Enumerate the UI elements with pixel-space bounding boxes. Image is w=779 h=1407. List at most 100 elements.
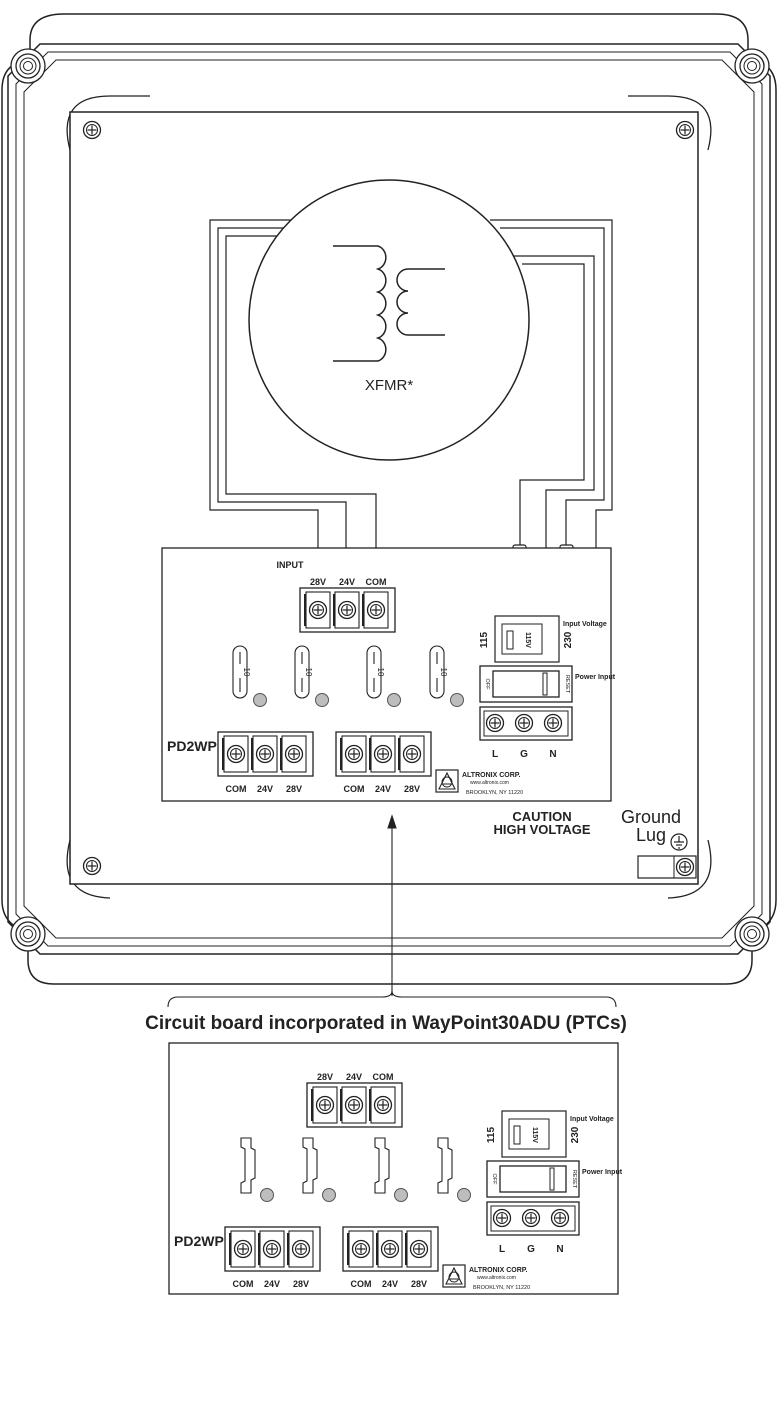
terminal-label: COM bbox=[366, 577, 387, 587]
power-input-switch: OFF RESET bbox=[479, 665, 573, 703]
switch-state: 115V bbox=[531, 1127, 538, 1143]
power-off-label: OFF bbox=[491, 1174, 497, 1186]
plate-screw-top-right-icon bbox=[675, 120, 695, 140]
terminal-label: COM bbox=[351, 1279, 372, 1289]
terminal-label: 28V bbox=[411, 1279, 427, 1289]
terminal-label: 24V bbox=[264, 1279, 280, 1289]
terminal-screw-icon bbox=[344, 744, 364, 764]
terminal-screw-icon bbox=[308, 600, 328, 620]
terminal-screw-icon bbox=[373, 1095, 393, 1115]
terminal-label: 28V bbox=[286, 784, 302, 794]
ac-terminal-label: L bbox=[499, 1244, 505, 1255]
fuse-rating: 10 bbox=[376, 668, 385, 677]
plate-screw-top-left-icon bbox=[82, 120, 102, 140]
power-reset-label: RESET bbox=[564, 675, 570, 694]
input-voltage-label: Input Voltage bbox=[570, 1116, 614, 1123]
company-website: www.altronix.com bbox=[470, 780, 509, 786]
terminal-label: 28V bbox=[317, 1072, 333, 1082]
terminal-label: 24V bbox=[375, 784, 391, 794]
input-voltage-switch: 115V bbox=[501, 1110, 567, 1158]
high-voltage-label: HIGH VOLTAGE bbox=[493, 822, 590, 837]
input-label: INPUT bbox=[277, 560, 305, 570]
caption: Circuit board incorporated in WayPoint30… bbox=[145, 1013, 627, 1034]
fuse-rating: 10 bbox=[242, 668, 251, 677]
lug-label: Lug bbox=[636, 825, 666, 845]
input-voltage-label: Input Voltage bbox=[563, 621, 607, 628]
switch-label-115: 115 bbox=[486, 1126, 497, 1143]
fuse-holder bbox=[302, 1137, 336, 1202]
switch-label-115: 115 bbox=[479, 631, 490, 648]
model-label: PD2WP bbox=[174, 1233, 224, 1249]
company-logo bbox=[442, 1264, 466, 1288]
power-input-label: Power Input bbox=[575, 674, 616, 681]
terminal-label: 28V bbox=[293, 1279, 309, 1289]
caution-label: CAUTION bbox=[512, 809, 571, 824]
terminal-label: 28V bbox=[404, 784, 420, 794]
output-terminal-block-b: COM 24V 28V bbox=[335, 731, 432, 794]
terminal-label: 24V bbox=[346, 1072, 362, 1082]
fuse-rating: 10 bbox=[304, 668, 313, 677]
terminal-screw-icon bbox=[402, 744, 422, 764]
terminal-screw-icon bbox=[366, 600, 386, 620]
company-name: ALTRONIX CORP. bbox=[469, 1267, 528, 1274]
terminal-screw-icon bbox=[291, 1239, 311, 1259]
terminal-screw-icon bbox=[284, 744, 304, 764]
company-address: BROOKLYN, NY 11220 bbox=[466, 790, 523, 796]
fuse-holder: 10 bbox=[232, 645, 267, 707]
fuse-holder: 10 bbox=[429, 645, 464, 707]
input-voltage-switch: 115V bbox=[494, 615, 560, 663]
fuse-holder: 10 bbox=[294, 645, 329, 707]
fuse-holder bbox=[437, 1137, 471, 1202]
transformer-coil-icon bbox=[333, 245, 445, 362]
transformer-label: XFMR* bbox=[365, 377, 413, 394]
terminal-screw-icon bbox=[344, 1095, 364, 1115]
terminal-screw-icon bbox=[233, 1239, 253, 1259]
terminal-screw-icon bbox=[255, 744, 275, 764]
corner-screw-bottom-right-icon bbox=[734, 916, 770, 952]
ac-terminal-screw-icon bbox=[521, 1208, 541, 1228]
fuse-holder bbox=[240, 1137, 274, 1202]
switch-label-230: 230 bbox=[563, 631, 574, 648]
corner-screw-bottom-left-icon bbox=[10, 916, 46, 952]
transformer-wiring bbox=[209, 219, 613, 595]
terminal-screw-icon bbox=[380, 1239, 400, 1259]
corner-screw-top-left-icon bbox=[10, 48, 46, 84]
input-terminal-block: 28V 24V COM bbox=[306, 1072, 403, 1128]
ac-terminal-label: G bbox=[520, 749, 528, 760]
ground-lug bbox=[637, 855, 697, 879]
ac-terminal-screw-icon bbox=[543, 713, 563, 733]
switch-label-230: 230 bbox=[570, 1126, 581, 1143]
ac-terminal-screw-icon bbox=[485, 713, 505, 733]
ac-terminal-screw-icon bbox=[492, 1208, 512, 1228]
power-off-label: OFF bbox=[484, 679, 490, 691]
terminal-screw-icon bbox=[351, 1239, 371, 1259]
transformer: XFMR* bbox=[248, 179, 530, 461]
terminal-label: COM bbox=[373, 1072, 394, 1082]
corner-screw-top-right-icon bbox=[734, 48, 770, 84]
ground-label: Ground bbox=[621, 807, 681, 827]
model-label: PD2WP bbox=[167, 738, 217, 754]
terminal-screw-icon bbox=[315, 1095, 335, 1115]
ac-terminal-label: N bbox=[556, 1244, 563, 1255]
fuse-holder: 10 bbox=[366, 645, 401, 707]
switch-state: 115V bbox=[524, 632, 531, 648]
terminal-screw-icon bbox=[262, 1239, 282, 1259]
power-input-label: Power Input bbox=[582, 1169, 623, 1176]
terminal-label: 24V bbox=[339, 577, 355, 587]
terminal-label: COM bbox=[344, 784, 365, 794]
plate-screw-bottom-left-icon bbox=[82, 856, 102, 876]
ground-symbol-icon bbox=[670, 833, 688, 851]
terminal-screw-icon bbox=[373, 744, 393, 764]
ac-terminal-label: L bbox=[492, 749, 498, 760]
ac-terminal-label: N bbox=[549, 749, 556, 760]
ac-terminal-screw-icon bbox=[550, 1208, 570, 1228]
company-website: www.altronix.com bbox=[477, 1275, 516, 1281]
terminal-label: COM bbox=[226, 784, 247, 794]
